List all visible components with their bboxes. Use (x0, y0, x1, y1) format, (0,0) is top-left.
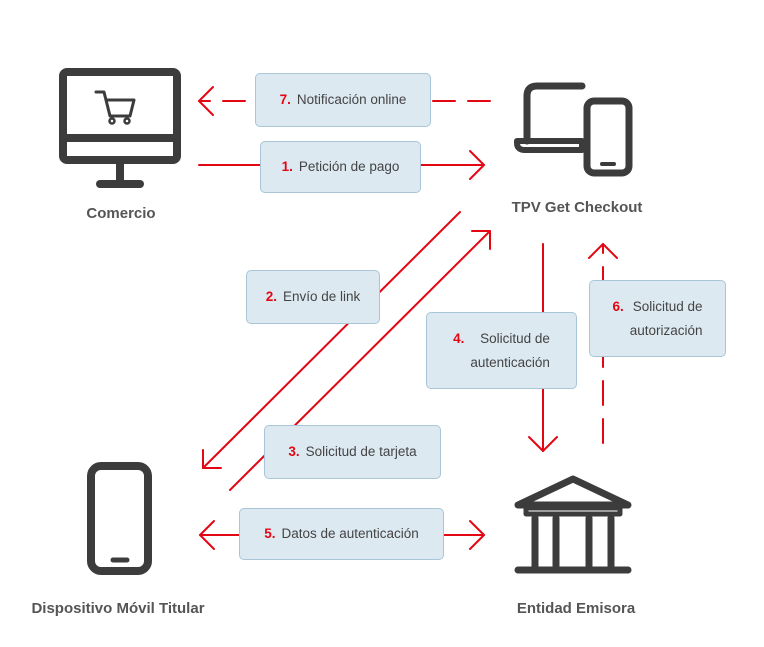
step-1-box: 1. Petición de pago (260, 141, 421, 193)
step-7-label: Notificación online (296, 92, 407, 107)
label-tpv-get-checkout: TPV Get Checkout (511, 199, 643, 216)
laptop-phone-icon (514, 82, 633, 177)
step-4-box: 4. Solicitud de autenticación (426, 312, 577, 389)
bank-building-icon (514, 475, 632, 574)
step-4-number: 4. (453, 330, 465, 346)
step-5-box: 5. Datos de autenticación (239, 508, 444, 560)
step-6-box: 6. Solicitud de autorización (589, 280, 726, 357)
step-7-number: 7. (279, 92, 291, 107)
step-1-label: Petición de pago (298, 159, 400, 174)
label-dispositivo-movil: Dispositivo Móvil Titular (31, 600, 205, 617)
step-5-label: Datos de autenticación (281, 526, 419, 541)
step-2-box: 2. Envío de link (246, 270, 380, 324)
step-4-label: Solicitud de autenticación (470, 330, 550, 370)
step-6-number: 6. (612, 298, 624, 314)
arrow-step-2 (202, 211, 461, 469)
step-1-number: 1. (281, 159, 293, 174)
smartphone-icon (87, 462, 152, 575)
step-3-label: Solicitud de tarjeta (305, 444, 417, 459)
monitor-cart-icon (59, 68, 181, 188)
label-entidad-emisora: Entidad Emisora (516, 600, 636, 617)
step-3-number: 3. (288, 444, 300, 459)
step-7-box: 7. Notificación online (255, 73, 431, 127)
step-2-number: 2. (265, 289, 277, 304)
label-comercio: Comercio (86, 205, 156, 222)
step-5-number: 5. (264, 526, 276, 541)
step-6-label: Solicitud de autorización (629, 298, 703, 338)
step-2-label: Envío de link (282, 289, 361, 304)
step-3-box: 3. Solicitud de tarjeta (264, 425, 441, 479)
